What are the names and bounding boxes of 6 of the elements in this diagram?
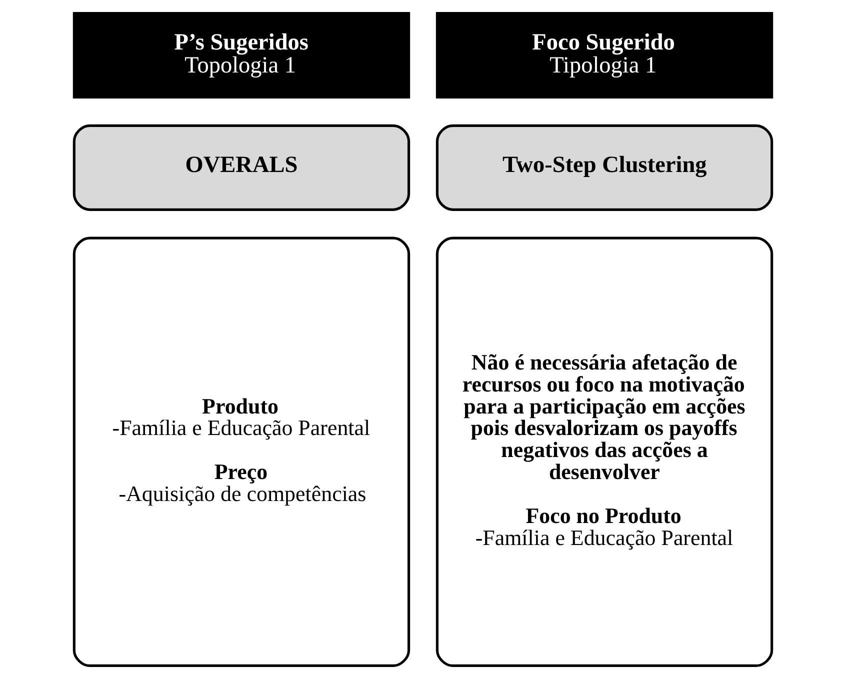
node-box: OVERALS: [72, 124, 410, 211]
node-box: Não é necessária afetação de recursos ou foco na motivação para a participação em acções pois desvalorizam os payoffs negativos das acções a desenvolver Foco no Produto -Família e Educação Parental: [436, 236, 774, 668]
node-box: Foco Sugerido Tipologia 1: [436, 12, 774, 99]
node-box: P’s Sugeridos Topologia 1: [72, 12, 410, 99]
node-box: Two-Step Clustering: [436, 124, 774, 211]
node-box: Produto -Família e Educação Parental Preço -Aquisição de competências: [72, 236, 410, 668]
